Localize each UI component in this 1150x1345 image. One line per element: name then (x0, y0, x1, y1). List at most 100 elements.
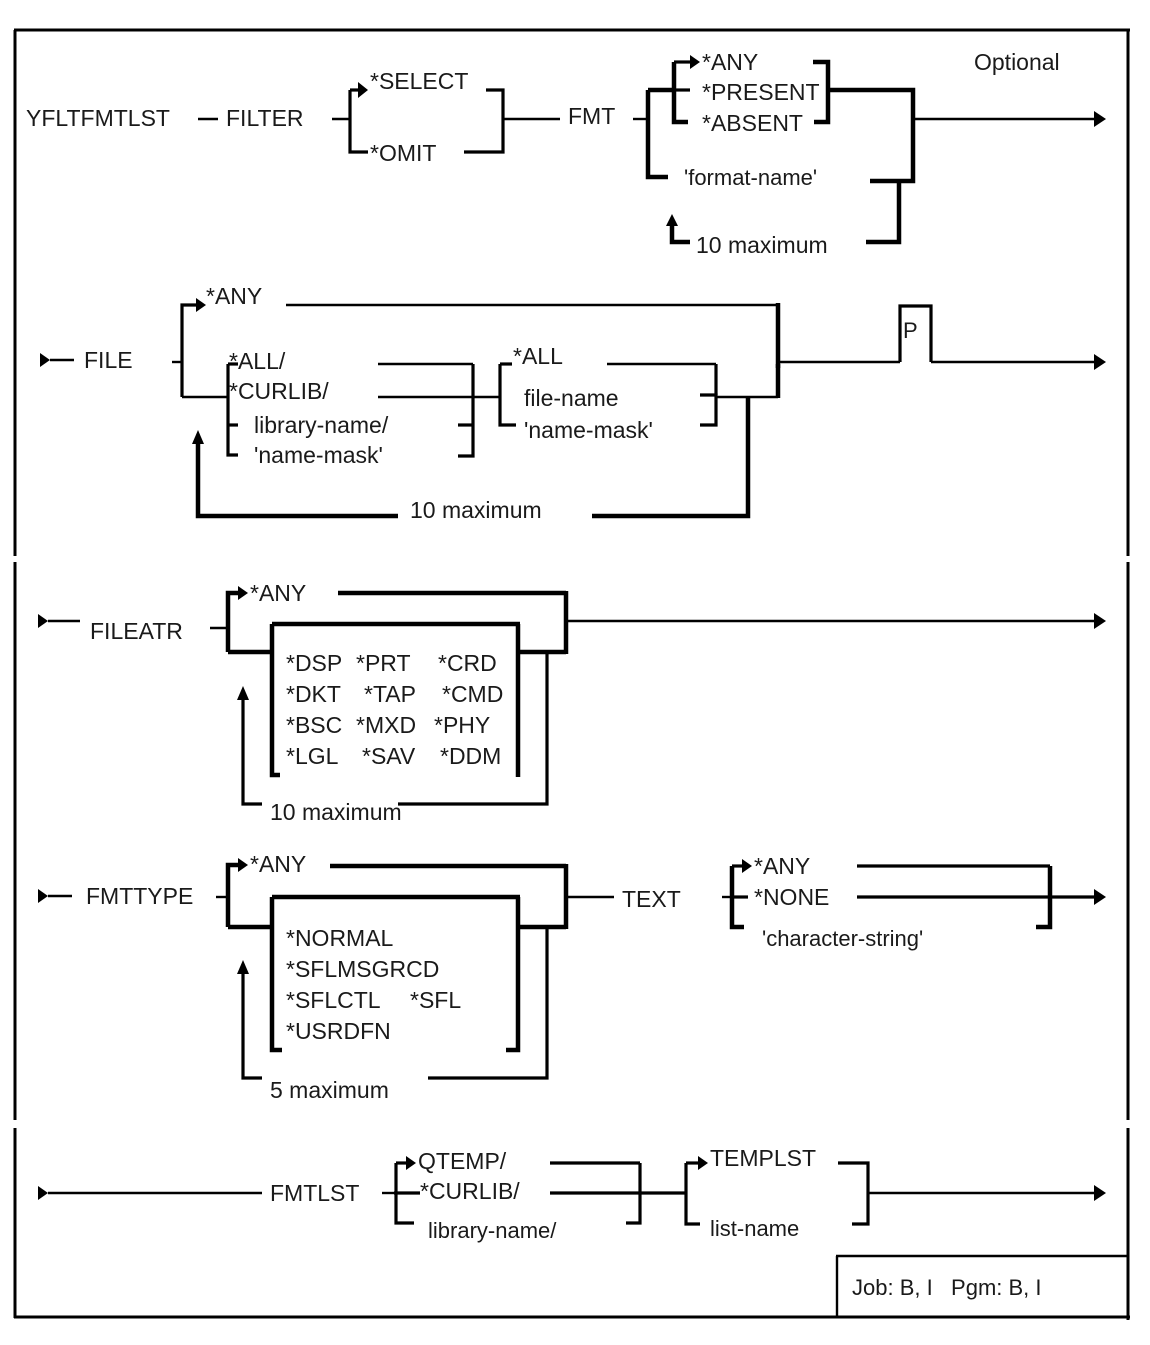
environment-text: Job: B, I Pgm: B, I (852, 1275, 1042, 1300)
file-name-right-bracket (700, 393, 718, 427)
repeat-arrow-icon (237, 686, 249, 700)
continue-arrow-icon (1094, 613, 1106, 629)
fileatr-keyword: FILEATR (90, 618, 183, 644)
fileatr-repeat-loop (398, 652, 549, 806)
continue-arrow-icon (1094, 889, 1106, 905)
fileatr-value: *LGL (286, 743, 339, 769)
default-arrow-icon (238, 858, 248, 872)
fileatr-value: *BSC (286, 712, 342, 738)
repeat-arrow-icon (192, 430, 204, 444)
fmttype-value: *SFLMSGRCD (286, 956, 439, 982)
continue-arrow-icon (1094, 1185, 1106, 1201)
file-library-all: *ALL/ (229, 348, 286, 374)
file-keyword: FILE (84, 347, 133, 373)
file-name-left-bracket (498, 364, 516, 427)
default-arrow-icon (698, 1156, 708, 1170)
fmttype-repeat-label: 5 maximum (270, 1077, 389, 1103)
default-arrow-icon (358, 82, 368, 98)
text-keyword: TEXT (622, 886, 681, 912)
fmt-keyword: FMT (568, 103, 615, 129)
fileatr-value: *DSP (286, 650, 342, 676)
environment-box: Job: B, I Pgm: B, I (835, 1254, 1128, 1317)
file-library-mask: 'name-mask' (254, 442, 383, 468)
text-value-none: *NONE (754, 884, 829, 910)
diagram-frame (13, 28, 1130, 1320)
fileatr-value: *SAV (362, 743, 416, 769)
fmttype-value: *NORMAL (286, 925, 394, 951)
fmttype-repeat-loop (428, 927, 549, 1080)
text-left-bracket (729, 866, 744, 930)
fmttype-list-right-bracket (506, 897, 521, 1053)
fmttype-repeat-return (241, 970, 262, 1080)
text-value-any: *ANY (754, 853, 810, 879)
optional-label: Optional (974, 49, 1060, 75)
file-library-name: library-name/ (254, 412, 389, 438)
fileatr-value: *MXD (356, 712, 416, 738)
fmt-parameter: FMT *ANY *PRESENT *ABSENT 'format-name' … (568, 49, 1106, 258)
file-repeat-return (195, 440, 398, 519)
fmt-value-any: *ANY (702, 49, 758, 75)
file-repeat-loop (592, 397, 751, 519)
fileatr-value: *PRT (356, 650, 411, 676)
filter-parameter: YFLTFMTLST FILTER *SELECT *OMIT (26, 68, 560, 166)
fmtlst-keyword: FMTLST (270, 1180, 359, 1206)
fmttype-parameter: FMTTYPE *ANY *NORMAL *SFLMSGRCD *SFLCTL … (38, 851, 614, 1103)
positional-marker: P (903, 318, 918, 343)
fmt-value-present: *PRESENT (702, 79, 820, 105)
continue-arrow-icon (1094, 354, 1106, 370)
fileatr-parameter: FILEATR *ANY *DSP *PRT *CRD *DKT *TAP *C… (38, 580, 1106, 825)
fmt-repeat-label: 10 maximum (696, 232, 828, 258)
fmtlst-list-name: list-name (710, 1216, 799, 1241)
repeat-arrow-icon (666, 214, 678, 226)
fileatr-value: *CRD (438, 650, 497, 676)
filter-keyword: FILTER (226, 105, 304, 131)
fmttype-list-left-bracket (269, 897, 282, 1053)
file-name-value: file-name (524, 385, 619, 411)
fileatr-repeat-return (241, 696, 262, 806)
default-arrow-icon (238, 586, 248, 600)
file-name-all: *ALL (513, 343, 563, 369)
fmttype-value: *SFL (410, 987, 461, 1013)
start-arrow-icon (40, 353, 50, 367)
filter-right-bracket (464, 88, 505, 154)
file-default-any: *ANY (206, 283, 262, 309)
fmt-value-absent: *ABSENT (702, 110, 803, 136)
positional-marker-box (898, 304, 933, 362)
fileatr-value: *TAP (364, 681, 416, 707)
file-any-branch (180, 303, 196, 397)
fmtlst-library-qtemp: QTEMP/ (418, 1148, 507, 1174)
text-right-bracket (1036, 866, 1053, 930)
fmt-repeat-loop (866, 181, 902, 245)
filter-value-select: *SELECT (370, 68, 468, 94)
filter-value-omit: *OMIT (370, 140, 436, 166)
continue-arrow-icon (1094, 111, 1106, 127)
fmtlst-list-right-bracket (838, 1161, 870, 1226)
fileatr-any-branch (225, 590, 238, 652)
fmttype-value: *SFLCTL (286, 987, 381, 1013)
fmt-outer-right-bracket (828, 87, 916, 184)
fmt-inner-left-bracket (671, 62, 688, 125)
file-name-mask: 'name-mask' (524, 417, 653, 443)
fmtlst-library-right-bracket (626, 1163, 642, 1225)
file-library-right-bracket (458, 364, 475, 458)
text-value-character-string: 'character-string' (762, 926, 923, 951)
fmtlst-library-curlib: *CURLIB/ (420, 1178, 520, 1204)
start-arrow-icon (38, 614, 48, 628)
fmttype-value: *USRDFN (286, 1018, 391, 1044)
fileatr-repeat-label: 10 maximum (270, 799, 402, 825)
default-arrow-icon (196, 298, 206, 312)
fmtlst-list-templst: TEMPLST (710, 1145, 816, 1171)
start-arrow-icon (38, 889, 48, 903)
fileatr-list-left-bracket (269, 624, 280, 778)
fileatr-value: *DKT (286, 681, 341, 707)
default-arrow-icon (690, 55, 700, 69)
fmt-value-format-name: 'format-name' (684, 165, 817, 190)
fmtlst-list-left-bracket (684, 1163, 700, 1226)
fmt-repeat-return (669, 222, 690, 245)
fmt-outer-left-bracket (645, 90, 668, 180)
command-name: YFLTFMTLST (26, 105, 170, 131)
fmtlst-parameter: FMTLST QTEMP/ *CURLIB/ library-name/ TEM… (38, 1145, 1106, 1243)
file-library-curlib: *CURLIB/ (229, 378, 329, 404)
fmttype-keyword: FMTTYPE (86, 883, 193, 909)
